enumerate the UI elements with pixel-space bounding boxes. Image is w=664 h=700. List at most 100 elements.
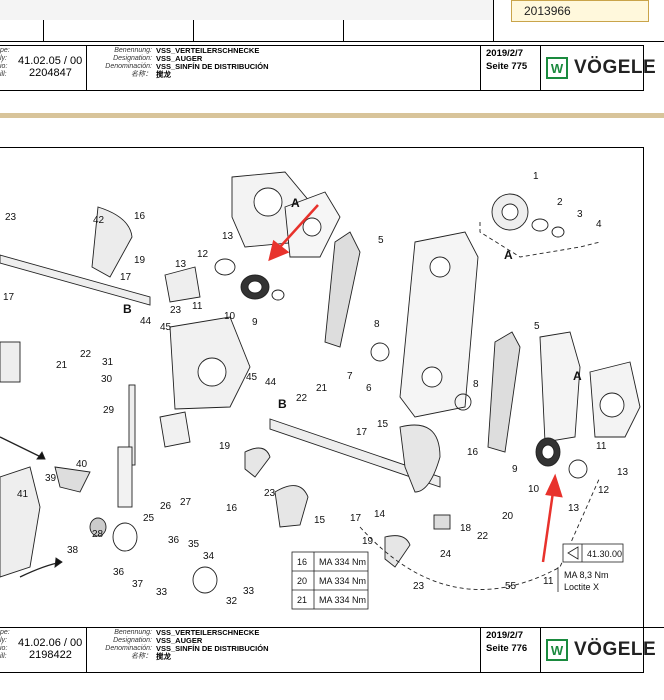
torque-item-20: 20 (297, 576, 307, 586)
svg-text:4: 4 (596, 219, 602, 230)
diagram-frame-right (643, 147, 644, 627)
svg-text:B: B (278, 397, 287, 411)
svg-text:17: 17 (120, 272, 132, 283)
top-table-row-shade (0, 0, 493, 20)
svg-text:B: B (123, 302, 132, 316)
svg-text:36: 36 (168, 535, 180, 546)
diagram-frame-top (0, 147, 644, 148)
svg-text:14: 14 (374, 509, 386, 520)
svg-text:10: 10 (224, 311, 236, 322)
svg-text:25: 25 (143, 513, 155, 524)
svg-text:31: 31 (102, 357, 114, 368)
top-table-line (0, 41, 664, 42)
svg-text:30: 30 (101, 374, 113, 385)
name-label-es: Denominación: (105, 63, 152, 70)
svg-text:8: 8 (374, 319, 380, 330)
logo-text: VÖGELE (574, 57, 657, 78)
svg-text:A: A (291, 196, 300, 210)
name-de: VSS_VERTEILERSCHNECKE (156, 46, 260, 55)
svg-text:3: 3 (577, 209, 583, 220)
svg-text:A: A (504, 248, 513, 262)
svg-text:38: 38 (67, 545, 79, 556)
svg-text:40: 40 (76, 459, 88, 470)
svg-text:21: 21 (316, 383, 328, 394)
svg-text:12: 12 (598, 485, 610, 496)
type-label: pe: (0, 629, 10, 636)
red-indicator-arrows (268, 204, 563, 563)
svg-text:11: 11 (192, 301, 203, 312)
svg-text:27: 27 (180, 497, 192, 508)
svg-text:22: 22 (80, 349, 92, 360)
svg-text:12: 12 (197, 249, 209, 260)
svg-text:26: 26 (160, 501, 172, 512)
svg-text:16: 16 (467, 447, 479, 458)
svg-text:45: 45 (246, 372, 258, 383)
svg-text:45: 45 (160, 322, 172, 333)
svg-text:20: 20 (502, 511, 514, 522)
svg-text:29: 29 (103, 405, 115, 416)
svg-text:23: 23 (5, 212, 17, 223)
page-separator (0, 113, 664, 118)
svg-text:21: 21 (56, 360, 68, 371)
svg-text:10: 10 (528, 484, 540, 495)
svg-text:41: 41 (17, 489, 29, 500)
svg-text:13: 13 (617, 467, 629, 478)
svg-text:15: 15 (377, 419, 389, 430)
svg-text:17: 17 (356, 427, 368, 438)
svg-text:17: 17 (350, 513, 362, 524)
document-date: 2019/2/7 (486, 48, 523, 59)
name-label-en: Designation: (113, 637, 152, 644)
name-en: VSS_AUGER (156, 54, 203, 63)
no-label: io: (0, 645, 8, 652)
svg-text:7: 7 (347, 371, 353, 382)
top-table-divider (43, 0, 44, 41)
svg-text:A: A (573, 369, 582, 383)
assembly-part-number: 2198422 (29, 649, 72, 661)
illustration-label: ill: (0, 71, 7, 78)
torque-table (291, 551, 369, 610)
svg-text:42: 42 (93, 215, 105, 226)
svg-text:34: 34 (203, 551, 215, 562)
svg-text:22: 22 (296, 393, 308, 404)
svg-text:22: 22 (477, 531, 489, 542)
svg-text:16: 16 (134, 211, 146, 222)
svg-text:6: 6 (366, 383, 372, 394)
type-label: pe: (0, 47, 10, 54)
logo-w-icon: W (546, 639, 568, 661)
assembly-label: ly: (0, 55, 7, 62)
torque-spec-16: MA 334 Nm (319, 557, 366, 567)
svg-text:17: 17 (3, 292, 15, 303)
svg-text:11: 11 (596, 441, 607, 452)
svg-text:35: 35 (188, 539, 200, 550)
name-label-zh: 名称： (131, 71, 152, 78)
svg-text:33: 33 (243, 586, 255, 597)
svg-text:1: 1 (533, 171, 539, 182)
name-zh: 搅龙 (156, 652, 171, 661)
svg-text:5: 5 (378, 235, 384, 246)
svg-text:19: 19 (219, 441, 231, 452)
assembly-label: ly: (0, 637, 7, 644)
torque-item-21: 21 (297, 595, 307, 605)
name-en: VSS_AUGER (156, 636, 203, 645)
torque-spec-21: MA 334 Nm (319, 595, 366, 605)
name-es: VSS_SINFÍN DE DISTRIBUCIÓN (156, 62, 269, 71)
note-ref: 41.30.00 (587, 549, 622, 559)
svg-text:23: 23 (413, 581, 425, 592)
voegele-logo: W VÖGELE (546, 639, 656, 661)
name-es: VSS_SINFÍN DE DISTRIBUCIÓN (156, 644, 269, 653)
name-label-de: Benennung: (114, 47, 152, 54)
note-adhesive: Loctite X (564, 582, 599, 592)
note-item: 11 (543, 576, 554, 587)
name-label-zh: 名称： (131, 653, 152, 660)
svg-text:32: 32 (226, 596, 238, 607)
top-table-divider (493, 0, 494, 41)
svg-text:39: 39 (45, 473, 57, 484)
svg-text:37: 37 (132, 579, 144, 590)
top-table-divider (343, 0, 344, 41)
svg-text:5: 5 (534, 321, 540, 332)
svg-text:8: 8 (473, 379, 479, 390)
svg-text:9: 9 (512, 464, 518, 475)
svg-text:19: 19 (134, 255, 146, 266)
svg-text:28: 28 (92, 529, 104, 540)
lookup-value-box[interactable]: 2013966 (511, 0, 649, 22)
